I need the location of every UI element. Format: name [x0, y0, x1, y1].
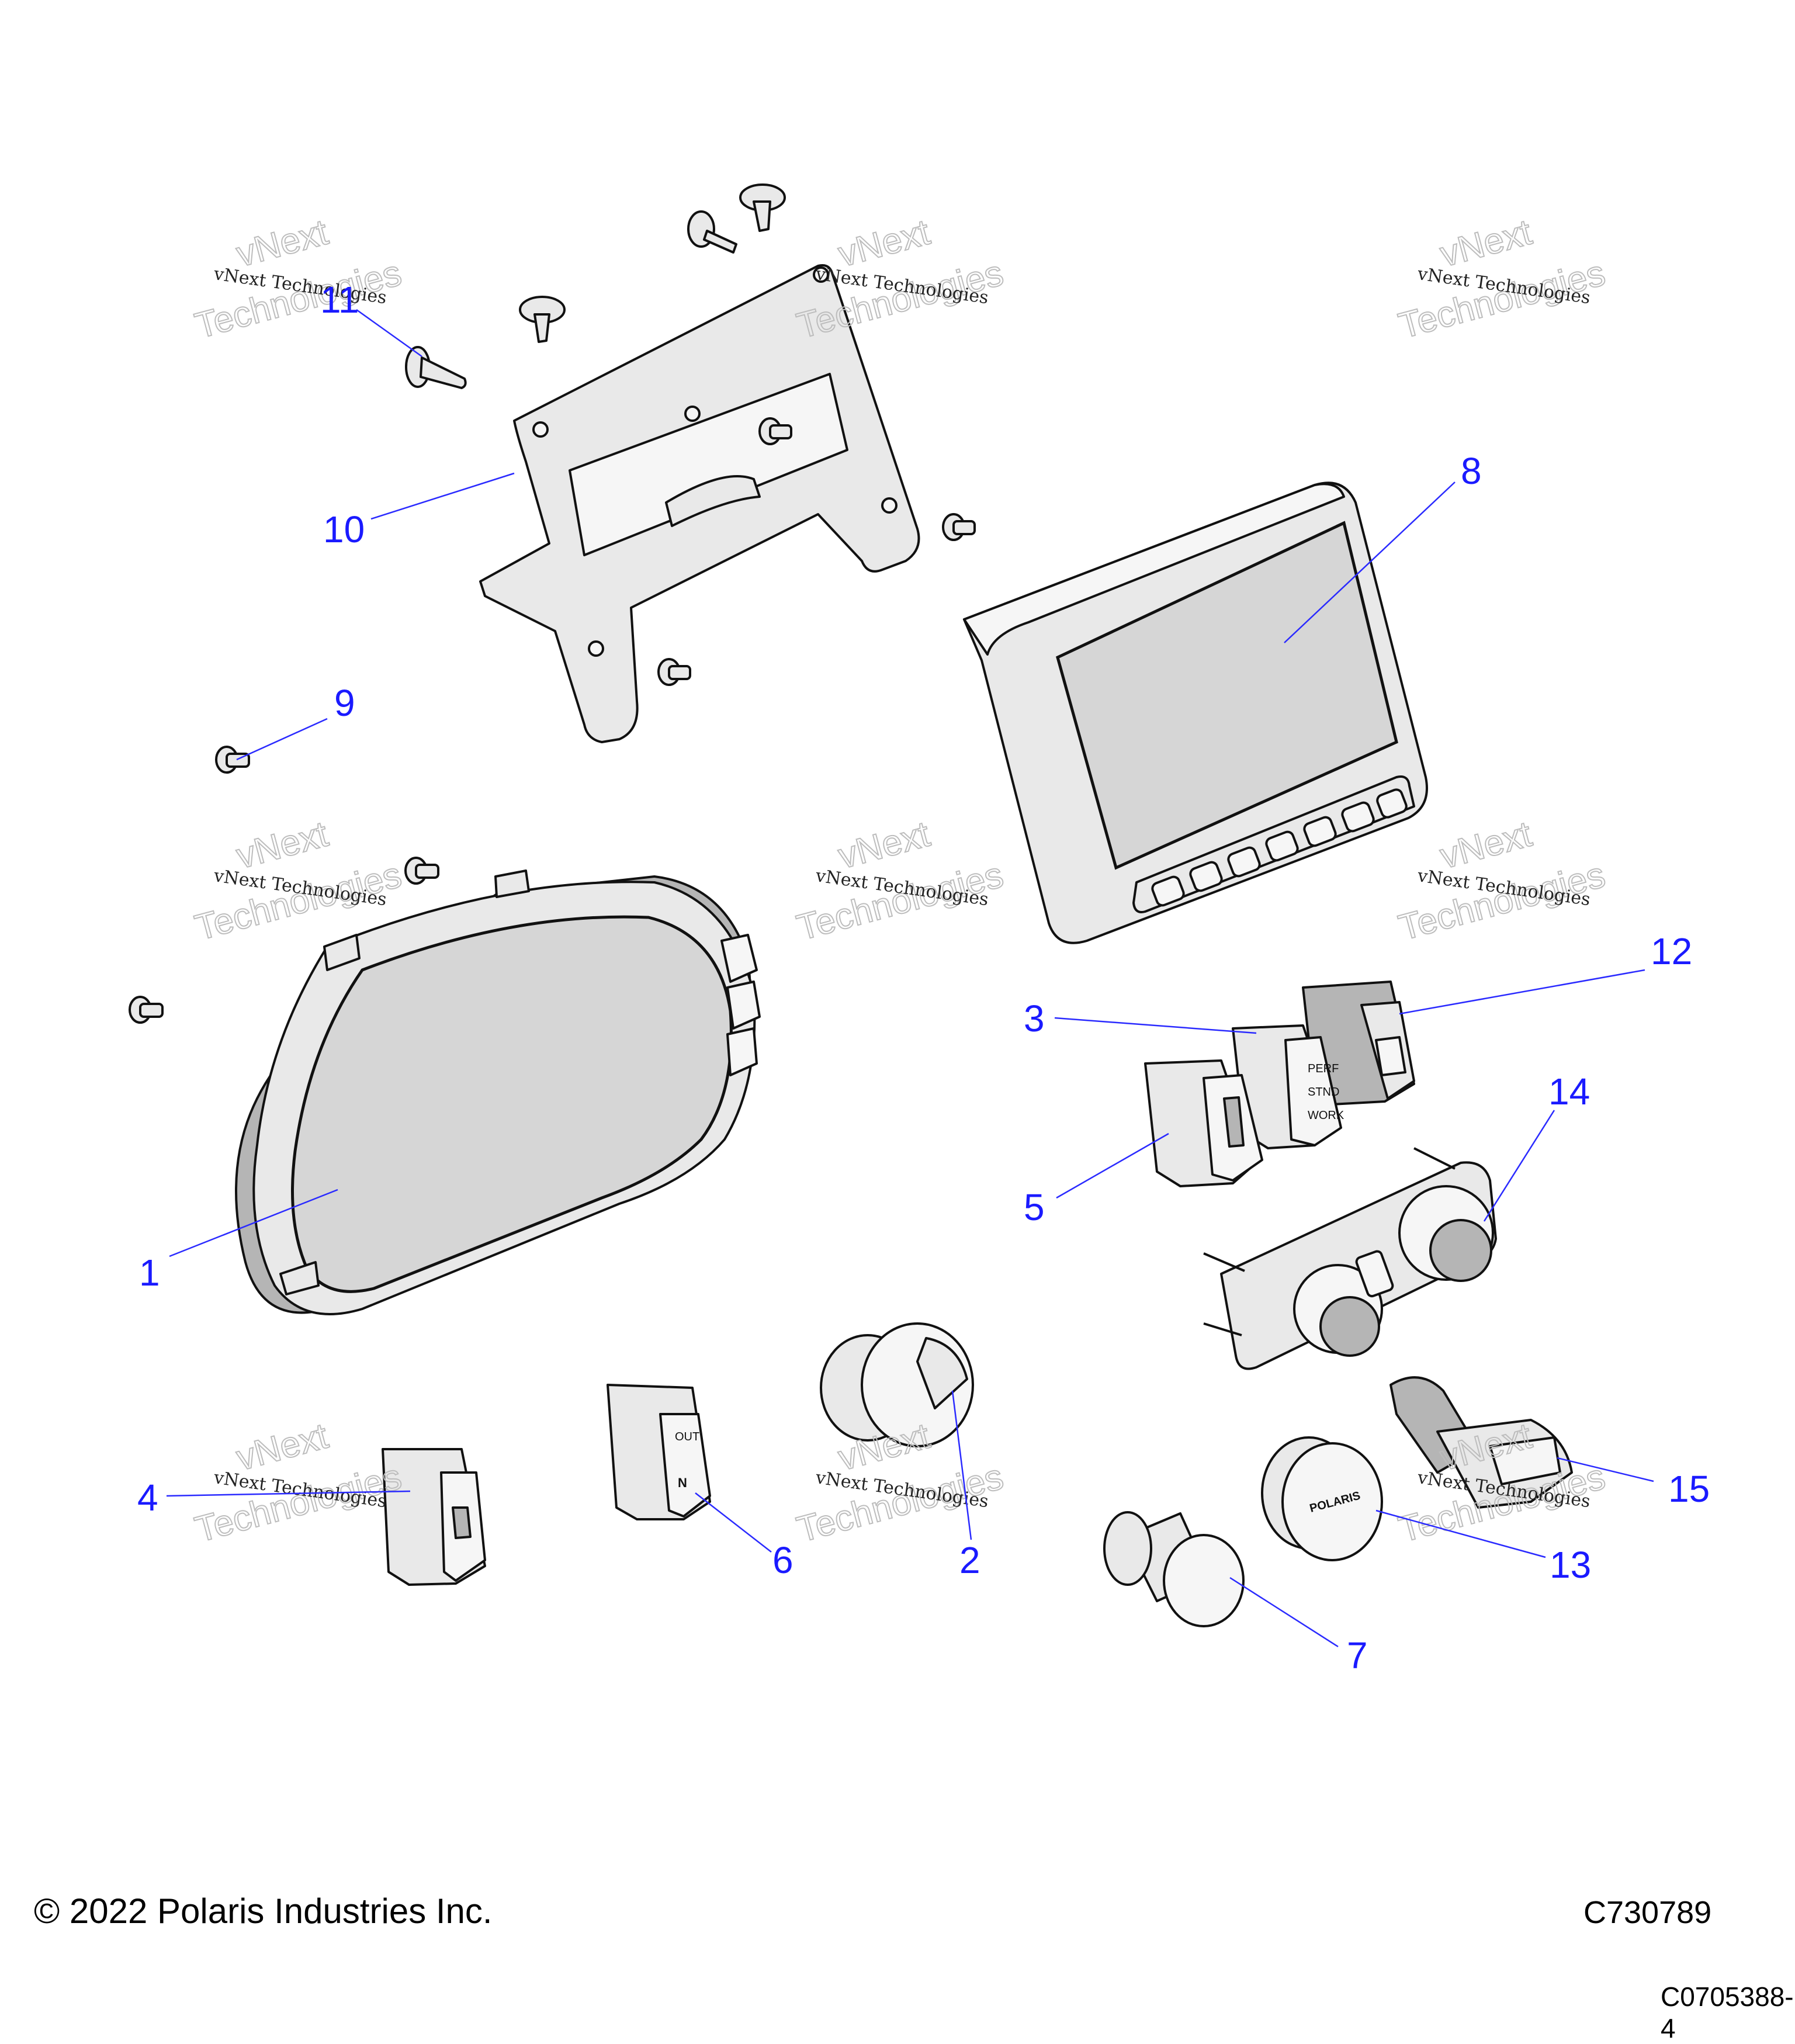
switch-label-n: N — [678, 1475, 687, 1490]
copyright-notice: © 2022 Polaris Industries Inc. — [34, 1891, 493, 1931]
leader-line-5 — [1056, 1132, 1169, 1199]
leader-line-12 — [1399, 969, 1645, 1015]
watermark-big-top: vNext — [834, 814, 934, 877]
switch-label-out: OUT — [675, 1430, 699, 1443]
callout-15: 15 — [1668, 1468, 1710, 1510]
callout-1: 1 — [139, 1252, 160, 1294]
watermark-big-top: vNext — [834, 212, 934, 275]
rivet — [758, 417, 792, 445]
callout-4: 4 — [137, 1477, 158, 1519]
leader-line-15 — [1557, 1457, 1654, 1482]
leader-line-8 — [1284, 481, 1456, 643]
callout-8: 8 — [1461, 450, 1482, 492]
watermark-big-top: vNext — [232, 212, 332, 275]
leader-line-2 — [951, 1390, 972, 1540]
rocker-switch-item-12 — [1302, 981, 1415, 1106]
watermark-big-top: vNext — [1436, 212, 1536, 275]
watermark-big-top: vNext — [232, 1416, 332, 1479]
callout-7: 7 — [1347, 1634, 1368, 1676]
screw — [739, 183, 786, 232]
callout-10: 10 — [323, 508, 365, 550]
callout-6: 6 — [772, 1539, 793, 1581]
rocker-switch-item-3: PERF STND WORK — [1232, 1024, 1344, 1149]
bolt-item-11 — [405, 346, 467, 389]
leader-line-13 — [1375, 1509, 1546, 1558]
leader-lines — [166, 309, 1654, 1648]
display-button-row — [1132, 775, 1415, 913]
leader-line-7 — [1229, 1577, 1339, 1648]
leader-line-14 — [1483, 1110, 1555, 1222]
drawing-number: C730789 — [1583, 1895, 1712, 1930]
leader-line-1 — [169, 1189, 338, 1257]
rivet-item-9 — [215, 746, 250, 774]
callout-9: 9 — [334, 682, 355, 724]
screw — [519, 296, 566, 343]
rivet — [657, 658, 691, 686]
ignition-switch — [820, 1322, 974, 1447]
leader-line-3 — [1054, 1017, 1257, 1034]
heater-control-panel — [1203, 1147, 1497, 1370]
mode-label-stnd: STND — [1308, 1086, 1339, 1099]
power-socket: POLARIS — [1261, 1436, 1383, 1561]
leader-line-4 — [166, 1490, 411, 1497]
rivet — [942, 513, 976, 541]
callout-5: 5 — [1024, 1186, 1045, 1228]
rivet — [404, 857, 439, 885]
watermark-big-top: vNext — [1436, 814, 1536, 877]
watermark-big-top: vNext — [232, 814, 332, 877]
document-number: C0705388-4 — [1661, 1981, 1794, 2043]
rocker-switch-item-6: OUT N — [607, 1384, 711, 1520]
screw — [687, 210, 737, 254]
rivet — [129, 996, 164, 1024]
auxiliary-socket — [1103, 1511, 1245, 1627]
callout-12: 12 — [1651, 930, 1692, 972]
leader-line-11 — [356, 309, 422, 358]
callout-2: 2 — [959, 1539, 980, 1581]
callout-labels: 1 2 3 4 5 6 7 8 9 10 11 12 13 14 15 — [137, 279, 1710, 1676]
usb-charger — [1389, 1376, 1573, 1509]
display-unit — [963, 481, 1428, 944]
callout-13: 13 — [1550, 1544, 1591, 1586]
leader-line-6 — [695, 1492, 772, 1553]
instrument-cluster — [235, 869, 761, 1315]
leader-line-10 — [370, 472, 515, 520]
callout-14: 14 — [1548, 1070, 1590, 1113]
rocker-switch-item-5 — [1144, 1059, 1263, 1187]
callout-11: 11 — [320, 279, 359, 321]
rocker-switch-item-4 — [382, 1448, 486, 1586]
callout-3: 3 — [1024, 997, 1045, 1040]
leader-line-9 — [236, 718, 328, 761]
mode-label-perf: PERF — [1308, 1062, 1339, 1075]
mode-label-work: WORK — [1308, 1109, 1344, 1122]
mounting-bracket — [479, 264, 920, 743]
